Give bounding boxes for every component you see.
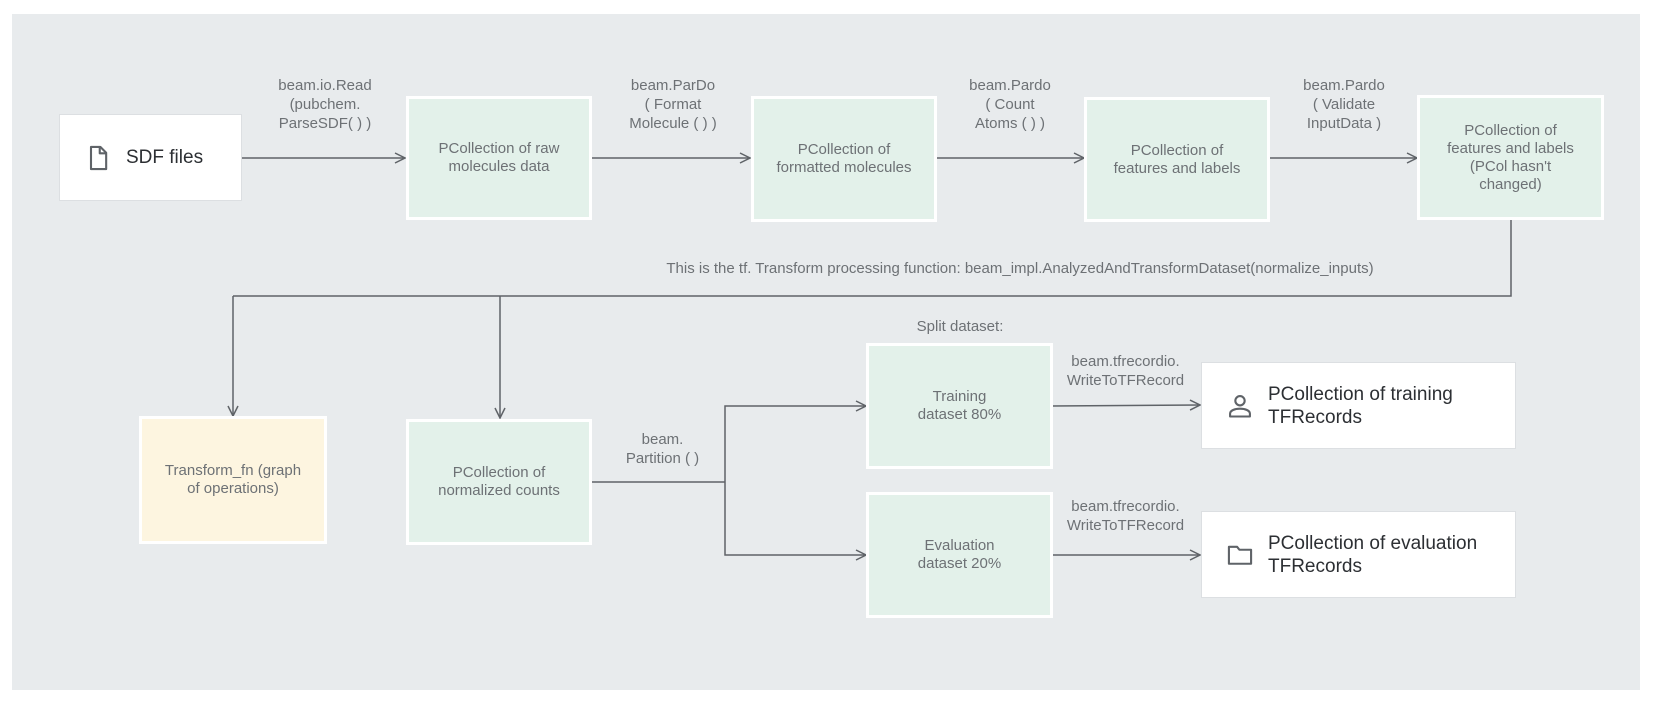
transform-note: This is the tf. Transform processing fun…	[666, 260, 1374, 277]
person-icon	[1229, 394, 1251, 418]
connector-transform-bus	[233, 218, 1512, 297]
sdf-files-label: SDF files	[126, 147, 204, 168]
arrow-training-to-output	[1050, 405, 1200, 406]
folder-icon	[1227, 545, 1253, 565]
edge-label-write-train: beam.tfrecordio.WriteToTFRecord	[1066, 353, 1185, 389]
edge-label-partition: beam.Partition ( )	[625, 431, 700, 467]
edge-label-read: beam.io.Read(pubchem.ParseSDF( ) )	[278, 77, 372, 132]
edge-label-write-eval: beam.tfrecordio.WriteToTFRecord	[1066, 498, 1185, 534]
file-icon	[89, 145, 108, 170]
arrow-partition-to-evaluation	[724, 482, 866, 555]
split-dataset-label: Split dataset:	[916, 318, 1004, 335]
arrow-partition-to-training	[724, 406, 866, 482]
sdf-files-node: SDF files	[59, 114, 242, 201]
